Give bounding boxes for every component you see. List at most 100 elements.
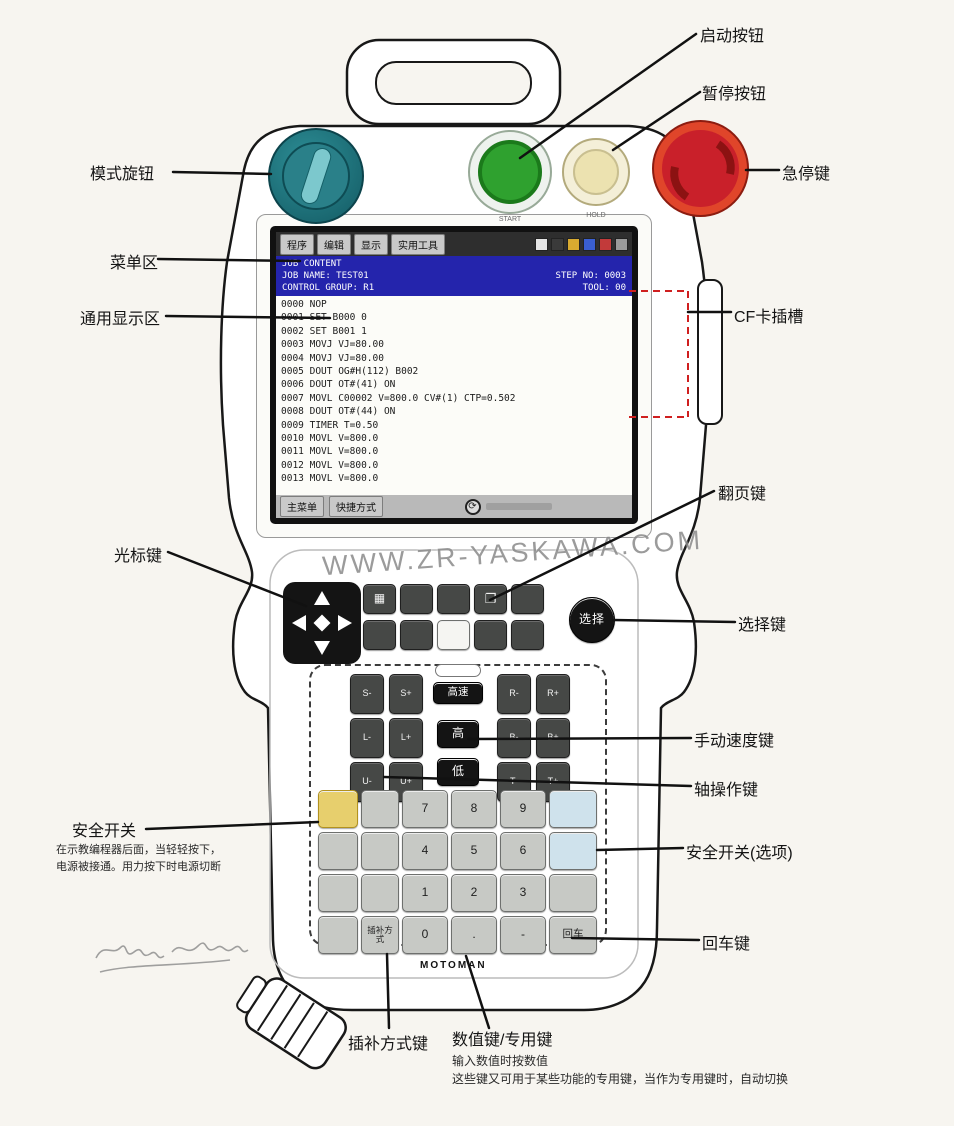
numpad-key[interactable]: . <box>451 916 497 954</box>
handle-hole <box>375 61 532 105</box>
toolbar-icon-3[interactable] <box>567 237 580 251</box>
blank-white-key[interactable] <box>437 620 470 650</box>
callout-cf-slot: CF卡插槽 <box>734 309 804 326</box>
numpad-key[interactable]: 7 <box>402 790 448 828</box>
program-line: 0004 MOVJ VJ=80.00 <box>281 352 384 364</box>
shortcut-button[interactable]: 快捷方式 <box>329 496 383 517</box>
page-key[interactable]: ❐ <box>474 584 507 614</box>
menu-edit-button[interactable]: 编辑 <box>317 233 351 255</box>
job-content-title: JOB CONTENT <box>282 259 342 269</box>
axis-key[interactable]: R+ <box>536 674 570 714</box>
axis-key[interactable]: B- <box>497 718 531 758</box>
numpad-key[interactable]: 8 <box>451 790 497 828</box>
left-key-5[interactable] <box>361 790 399 828</box>
axis-key[interactable]: B+ <box>536 718 570 758</box>
emergency-stop-button[interactable] <box>652 120 749 217</box>
menu-utility-button[interactable]: 实用工具 <box>391 233 445 255</box>
callout-manual-speed-key: 手动速度键 <box>694 733 775 750</box>
display-screen: 程序 编辑 显示 实用工具 JOB CONTENT JOB NAME: TEST… <box>270 226 638 524</box>
hold-button[interactable] <box>562 138 630 206</box>
program-line: 0002 SET B001 1 <box>281 325 367 337</box>
axis-key[interactable]: S+ <box>389 674 423 714</box>
numpad-key[interactable]: 9 <box>500 790 546 828</box>
cursor-left-icon[interactable] <box>292 615 306 631</box>
axis-key[interactable]: R- <box>497 674 531 714</box>
function-key-2[interactable] <box>400 584 433 614</box>
screen-footer: 主菜单 快捷方式 ⟳ <box>276 495 632 518</box>
numeric-desc-line2: 这些键又可用于某些功能的专用键，当作为专用键时，自动切换 <box>452 1072 789 1086</box>
program-line: 0000 NOP <box>281 299 327 310</box>
numpad-key[interactable]: - <box>500 916 546 954</box>
screen-inner: 程序 编辑 显示 实用工具 JOB CONTENT JOB NAME: TEST… <box>276 232 632 518</box>
right-key-1[interactable] <box>549 790 597 828</box>
cursor-up-icon[interactable] <box>314 591 330 605</box>
numpad-key[interactable]: 0 <box>402 916 448 954</box>
callout-mode-knob: 模式旋钮 <box>90 166 155 183</box>
toolbar-icon-5[interactable] <box>599 237 612 251</box>
numpad-key[interactable]: 5 <box>451 832 497 870</box>
numpad-key[interactable]: 2 <box>451 874 497 912</box>
toolbar-icon-6[interactable] <box>615 237 628 251</box>
speed-down-key[interactable]: 低 <box>437 758 479 786</box>
tool-no: TOOL: 00 <box>582 283 626 293</box>
toolbar-icon-1[interactable] <box>535 237 548 251</box>
program-line: 0010 MOVL V=800.0 <box>281 433 379 445</box>
hold-button-face <box>573 149 619 195</box>
callout-axis-key: 轴操作键 <box>694 782 759 799</box>
cursor-down-icon[interactable] <box>314 641 330 655</box>
right-key-3[interactable] <box>549 874 597 912</box>
cable-gland <box>236 975 347 1070</box>
mode-knob[interactable] <box>268 128 364 224</box>
left-key-1[interactable] <box>318 790 358 828</box>
select-key[interactable]: 选择 <box>569 597 615 643</box>
axis-key[interactable]: L- <box>350 718 384 758</box>
function-key-9[interactable] <box>474 620 507 650</box>
page-key-icon: ❐ <box>484 590 497 606</box>
callout-cursor-key: 光标键 <box>114 548 163 565</box>
numpad-key[interactable]: 6 <box>500 832 546 870</box>
function-key-6[interactable] <box>363 620 396 650</box>
function-key-7[interactable] <box>400 620 433 650</box>
left-key-3[interactable] <box>318 874 358 912</box>
program-line: 0011 MOVL V=800.0 <box>281 446 379 458</box>
speed-indicator-pill <box>435 664 481 677</box>
cursor-center[interactable] <box>313 614 331 632</box>
menu-program-button[interactable]: 程序 <box>280 233 314 255</box>
area-key-icon: ▦ <box>373 591 386 606</box>
safety-desc-line2: 电源被接通。用力按下时电源切断 <box>56 860 221 873</box>
toolbar-icon-2[interactable] <box>551 237 564 251</box>
speed-up-key[interactable]: 高 <box>437 720 479 748</box>
area-key[interactable]: ▦ <box>363 584 396 614</box>
callout-page-key: 翻页键 <box>718 486 767 503</box>
screen-menubar: 程序 编辑 显示 实用工具 <box>276 232 632 256</box>
main-menu-button[interactable]: 主菜单 <box>280 496 324 517</box>
cursor-keypad[interactable] <box>283 582 361 664</box>
estop-arrows-icon <box>670 140 735 201</box>
left-key-4[interactable] <box>318 916 358 954</box>
left-key-6[interactable] <box>361 832 399 870</box>
interpolation-key[interactable]: 插补方式 <box>361 916 399 954</box>
function-key-3[interactable] <box>437 584 470 614</box>
program-line: 0013 MOVL V=800.0 <box>281 473 379 485</box>
left-key-2[interactable] <box>318 832 358 870</box>
job-name: JOB NAME: TEST01 <box>282 271 369 281</box>
numpad-key[interactable]: 4 <box>402 832 448 870</box>
numpad-key[interactable]: 1 <box>402 874 448 912</box>
hold-caption: HOLD <box>586 212 606 219</box>
toolbar-icon-4[interactable] <box>583 237 596 251</box>
menu-display-button[interactable]: 显示 <box>354 233 388 255</box>
faceplate-outline <box>269 549 639 979</box>
axis-key[interactable]: L+ <box>389 718 423 758</box>
left-key-7[interactable] <box>361 874 399 912</box>
enter-key[interactable]: 回车 <box>549 916 597 954</box>
axis-key[interactable]: S- <box>350 674 384 714</box>
right-key-2[interactable] <box>549 832 597 870</box>
step-no: STEP NO: 0003 <box>555 271 626 281</box>
cursor-right-icon[interactable] <box>338 615 352 631</box>
high-speed-key[interactable]: 高速 <box>433 682 483 704</box>
numpad-key[interactable]: 3 <box>500 874 546 912</box>
cf-slot-compartment <box>697 279 723 425</box>
start-button[interactable] <box>468 130 552 214</box>
function-key-10[interactable] <box>511 620 544 650</box>
function-key-5[interactable] <box>511 584 544 614</box>
